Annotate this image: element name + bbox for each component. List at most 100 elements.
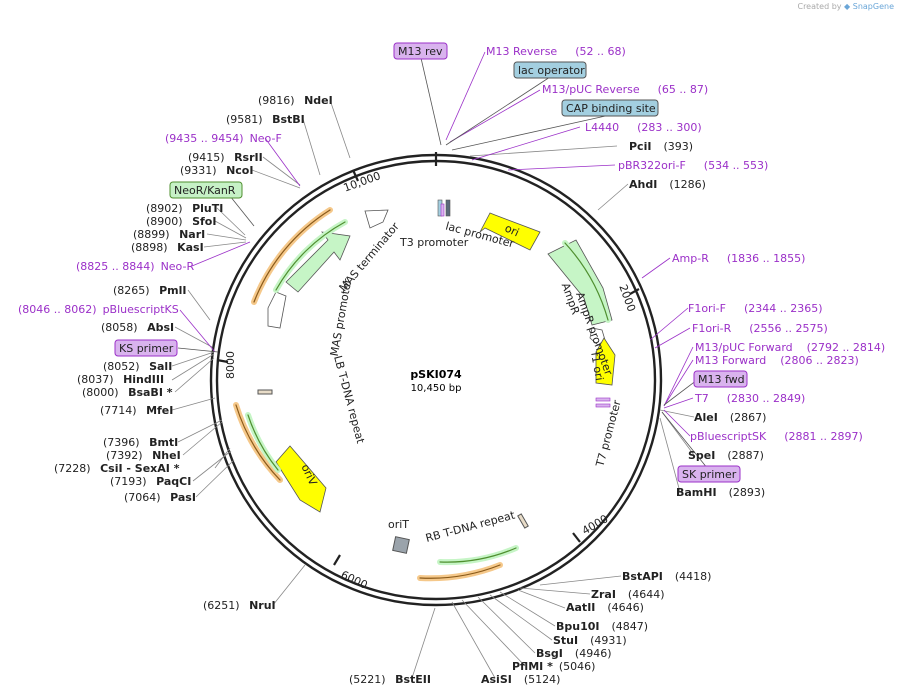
enzyme-sfoi: (8900) SfoI bbox=[146, 215, 216, 228]
enzyme-bsgi: BsgI(4946) bbox=[536, 647, 611, 660]
neor-text: NeoR/KanR bbox=[174, 184, 236, 197]
m13-fwd-box bbox=[693, 370, 748, 388]
label-t7-promoter: T7 promoter bbox=[593, 398, 624, 469]
enzyme-leaders-right bbox=[451, 145, 695, 679]
primer-labels: M13 Reverse(52 .. 68) M13/pUC Reverse(65… bbox=[18, 45, 885, 443]
enzyme-bamhi: BamHI(2893) bbox=[676, 486, 765, 499]
primer-pbluescriptsk: pBluescriptSK(2881 .. 2897) bbox=[690, 430, 863, 443]
enzyme-sali: (8052) SalI bbox=[103, 360, 172, 373]
enzyme-stui: StuI(4931) bbox=[553, 634, 627, 647]
primer-f1ori-r: F1ori-R(2556 .. 2575) bbox=[692, 322, 828, 335]
label-lb-repeat: LB T-DNA repeat bbox=[331, 354, 367, 445]
primer-leaders bbox=[179, 51, 694, 437]
enzyme-bpu10i: Bpu10I(4847) bbox=[556, 620, 648, 633]
tick-marks bbox=[216, 152, 640, 566]
enzyme-csii-sexai: (7228) CsiI - SexAI * bbox=[54, 462, 180, 475]
primer-m13-puc-forward: M13/pUC Forward(2792 .. 2814) bbox=[695, 341, 885, 354]
enzyme-pasi: (7064) PasI bbox=[124, 491, 196, 504]
enzyme-asisi: AsiSI(5124) bbox=[481, 673, 560, 686]
enzyme-aatii: AatII(4646) bbox=[566, 601, 644, 614]
m13-fwd-marker bbox=[595, 403, 611, 408]
neor-box bbox=[169, 181, 243, 199]
enzyme-absi: (8058) AbsI bbox=[101, 321, 174, 334]
ks-primer-text: KS primer bbox=[119, 342, 174, 355]
lac-operator-box bbox=[513, 61, 587, 79]
enzyme-pluti: (8902) PluTI bbox=[146, 202, 223, 215]
enzyme-bstbi: (9581) BstBI bbox=[226, 113, 305, 126]
enzyme-zrai: ZraI(4644) bbox=[591, 588, 665, 601]
features bbox=[257, 199, 616, 554]
label-orit: oriT bbox=[388, 518, 409, 531]
primer-m13-forward: M13 Forward(2806 .. 2823) bbox=[695, 354, 859, 367]
enzyme-nrui: (6251) NruI bbox=[203, 599, 276, 612]
ampr-arrow bbox=[547, 239, 613, 326]
enzyme-nhei: (7392) NheI bbox=[106, 449, 181, 462]
cap-site-mark bbox=[445, 199, 451, 217]
mas-terminator-arrow bbox=[364, 209, 389, 229]
orf-arcs bbox=[233, 207, 611, 582]
tick-label-8000: 8000 bbox=[224, 351, 237, 379]
tick-label-6000: 6000 bbox=[339, 568, 370, 592]
m13-rev-text: M13 rev bbox=[398, 45, 443, 58]
snapgene-logo-icon: ◆ bbox=[844, 2, 851, 11]
primer-pbr322ori-f: pBR322ori-F(534 .. 553) bbox=[618, 159, 768, 172]
orit-box bbox=[392, 536, 410, 554]
enzyme-paqci: (7193) PaqCI bbox=[110, 475, 191, 488]
primer-neo-f: (9435 .. 9454)Neo-F bbox=[165, 132, 282, 145]
enzyme-pcii: PciI(393) bbox=[629, 140, 693, 153]
enzyme-ahdi: AhdI(1286) bbox=[629, 178, 706, 191]
enzyme-bmti: (7396) BmtI bbox=[103, 436, 178, 449]
ks-primer-box bbox=[114, 339, 178, 357]
label-f1-ori: f1 ori bbox=[588, 351, 606, 382]
brand-created-by: Created by bbox=[797, 2, 842, 11]
primer-f1ori-f: F1ori-F(2344 .. 2365) bbox=[688, 302, 823, 315]
enzyme-rsrii: (9415) RsrII bbox=[188, 151, 263, 164]
lac-operator-text: lac operator bbox=[518, 64, 585, 77]
brand-app-name: SnapGene bbox=[852, 2, 894, 11]
primer-l4440: L4440(283 .. 300) bbox=[585, 121, 702, 134]
mas-promoter-arrow bbox=[267, 291, 287, 329]
enzyme-nari: (8899) NarI bbox=[133, 228, 205, 241]
enzyme-pflmi: PflMI *(5046) bbox=[512, 660, 595, 673]
enzyme-ncoi: (9331) NcoI bbox=[180, 164, 253, 177]
lb-repeat-mark bbox=[257, 389, 273, 395]
t7-marker bbox=[595, 397, 611, 402]
plasmid-size: 10,450 bp bbox=[411, 383, 462, 394]
primer-m13-reverse: M13 Reverse(52 .. 68) bbox=[486, 45, 626, 58]
snapgene-brand: Created by ◆ SnapGene bbox=[797, 2, 894, 11]
sk-primer-text: SK primer bbox=[682, 468, 737, 481]
label-rb-repeat: RB T-DNA repeat bbox=[424, 508, 517, 545]
enzyme-bsabi: (8000) BsaBI * bbox=[82, 386, 173, 399]
enzyme-leaders-left bbox=[171, 99, 436, 679]
enzyme-mfei: (7714) MfeI bbox=[100, 404, 173, 417]
rb-repeat-mark bbox=[517, 513, 529, 529]
enzyme-pmli: (8265) PmlI bbox=[113, 284, 186, 297]
primer-t7: T7(2830 .. 2849) bbox=[694, 392, 805, 405]
enzyme-kasi: (8898) KasI bbox=[131, 241, 204, 254]
box-leaders bbox=[177, 57, 713, 475]
cap-site-text: CAP binding site bbox=[566, 102, 656, 115]
primer-neo-r: (8825 .. 8844)Neo-R bbox=[76, 260, 194, 273]
m13-fwd-text: M13 fwd bbox=[698, 373, 745, 386]
enzyme-labels-left: (9816) NdeI (9581) BstBI (9415) RsrII (9… bbox=[54, 94, 431, 686]
label-mas-promoter: MAS promoter bbox=[328, 277, 355, 357]
m13-rev-box bbox=[393, 42, 448, 60]
tick-label-4000: 4000 bbox=[580, 512, 611, 537]
enzyme-alei: AleI(2867) bbox=[694, 411, 766, 424]
enzyme-bstapi: BstAPI(4418) bbox=[622, 570, 711, 583]
sk-primer-box bbox=[677, 465, 741, 483]
m13-rev-mark bbox=[440, 203, 445, 217]
primer-m13-puc-reverse: M13/pUC Reverse(65 .. 87) bbox=[542, 83, 708, 96]
plasmid-name: pSKI074 bbox=[410, 368, 462, 381]
enzyme-hindiii: (8037) HindIII bbox=[77, 373, 164, 386]
enzyme-ndei: (9816) NdeI bbox=[258, 94, 333, 107]
f1-ori-arrow bbox=[595, 337, 616, 386]
enzyme-labels-right: PciI(393) AhdI(1286) AleI(2867) SpeI(288… bbox=[481, 140, 766, 686]
enzyme-spei: SpeI(2887) bbox=[688, 449, 764, 462]
enzyme-bsteii: (5221) BstEII bbox=[349, 673, 431, 686]
oriv-arrow bbox=[275, 445, 327, 513]
neor-kanr-arrow bbox=[285, 231, 351, 293]
primer-pbluescriptks: (8046 .. 8062)pBluescriptKS bbox=[18, 303, 179, 316]
cap-site-box bbox=[561, 99, 659, 117]
